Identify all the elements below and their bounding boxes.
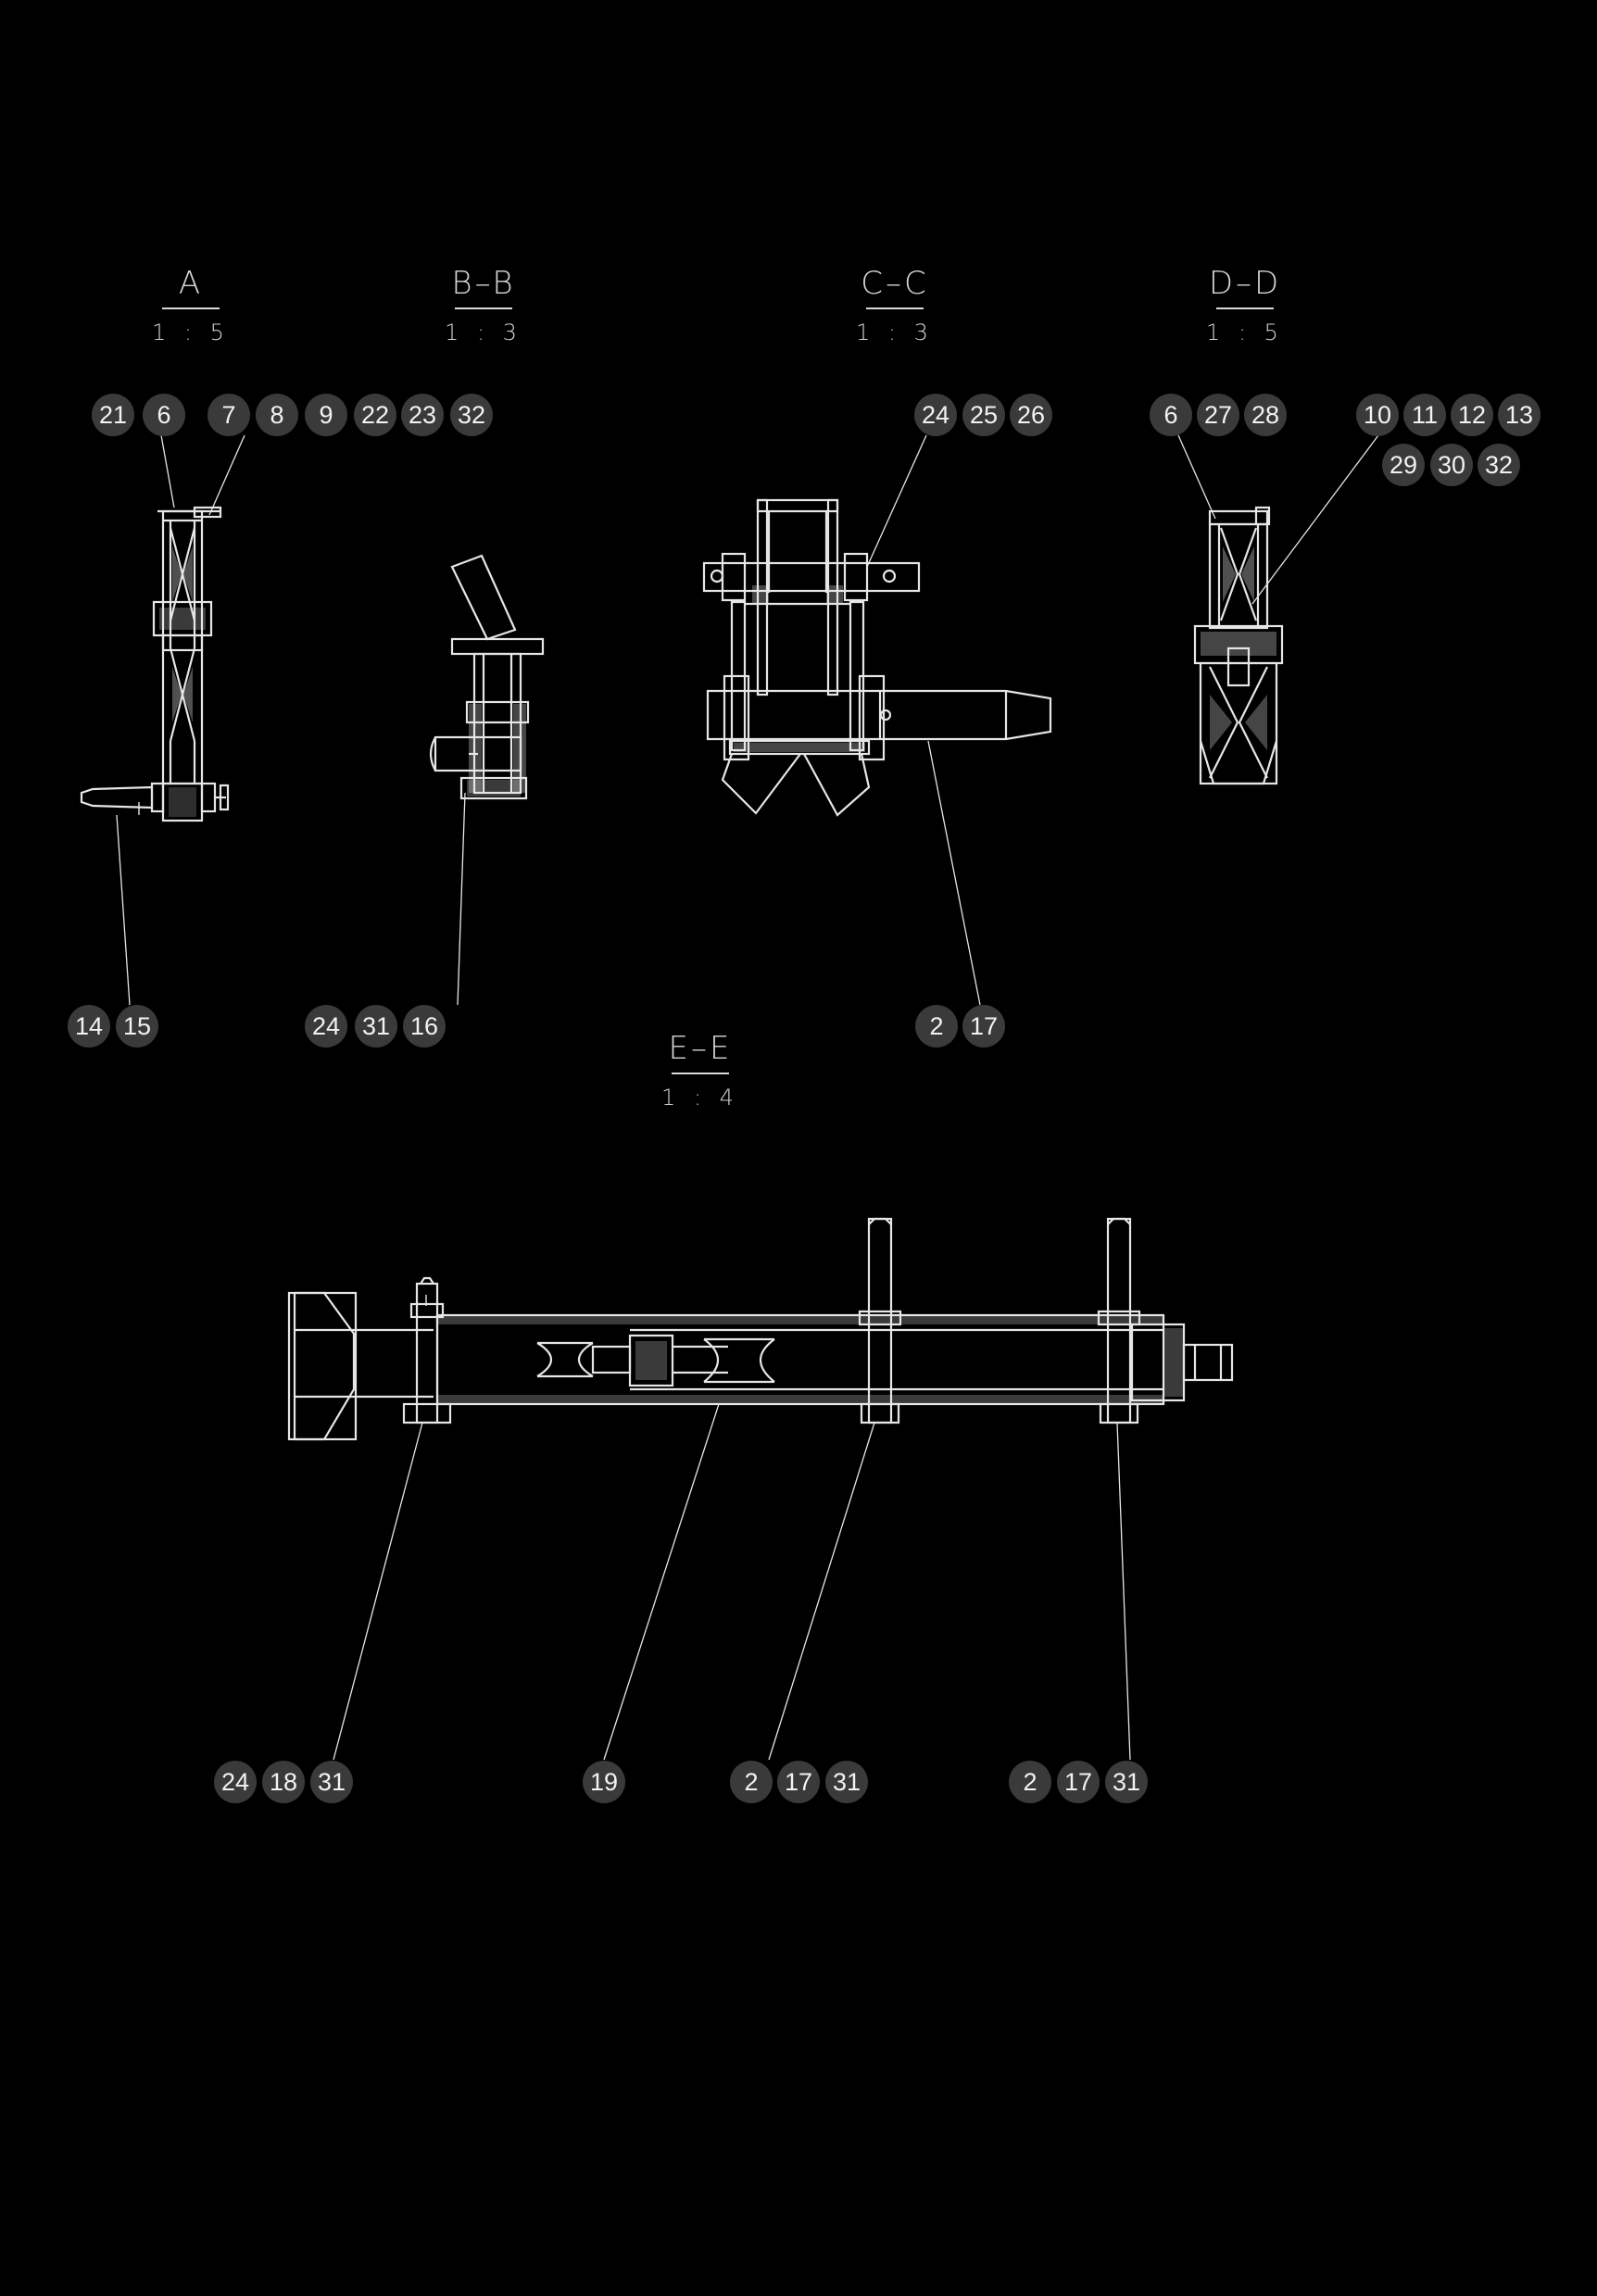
part-callout: 8 (256, 394, 298, 436)
view-scale: 1 : 4 (661, 1085, 739, 1110)
part-callout: 30 (1430, 444, 1473, 486)
part-callout: 15 (116, 1005, 158, 1048)
part-callout: 6 (1150, 394, 1192, 436)
view-scale: 1 : 5 (152, 320, 230, 345)
view-a-title: A 1 : 5 (117, 265, 265, 346)
part-callout: 26 (1010, 394, 1052, 436)
view-name: E–E (668, 1030, 733, 1067)
part-callout: 12 (1451, 394, 1493, 436)
part-callout: 17 (777, 1761, 820, 1803)
view-name: B–B (451, 265, 516, 302)
part-callout: 29 (1382, 444, 1425, 486)
part-callout: 23 (401, 394, 444, 436)
view-name: C–C (861, 265, 929, 302)
part-callout: 25 (962, 394, 1005, 436)
view-bb-title: B–B 1 : 3 (409, 265, 558, 346)
part-callout: 6 (143, 394, 185, 436)
part-callout: 13 (1498, 394, 1540, 436)
view-name: A (178, 265, 204, 302)
view-ee-leaders (333, 1403, 1131, 1761)
view-dd-geometry (1193, 506, 1284, 785)
view-cc-title: C–C 1 : 3 (821, 265, 969, 346)
part-callout: 19 (583, 1761, 625, 1803)
part-callout: 17 (1057, 1761, 1100, 1803)
title-underline (455, 307, 512, 309)
view-bb-geometry (429, 554, 545, 800)
part-callout: 31 (1105, 1761, 1148, 1803)
view-ee-geometry (287, 1217, 1234, 1441)
view-ee-title: E–E 1 : 4 (626, 1030, 774, 1111)
part-callout: 32 (1478, 444, 1520, 486)
view-scale: 1 : 3 (445, 320, 522, 345)
part-callout: 2 (730, 1761, 773, 1803)
part-callout: 24 (214, 1761, 257, 1803)
part-callout: 22 (354, 394, 396, 436)
title-underline (162, 307, 220, 309)
part-callout: 31 (825, 1761, 868, 1803)
view-a-leaders (116, 434, 245, 1006)
part-callout: 24 (305, 1005, 347, 1048)
view-cc-leaders (866, 434, 981, 1006)
view-scale: 1 : 5 (1206, 320, 1284, 345)
title-underline (1216, 307, 1274, 309)
view-bb-leaders (457, 792, 466, 1006)
part-callout: 10 (1356, 394, 1399, 436)
title-underline (672, 1073, 729, 1074)
part-callout: 18 (262, 1761, 305, 1803)
title-underline (866, 307, 924, 309)
view-scale: 1 : 3 (856, 320, 934, 345)
part-callout: 24 (914, 394, 957, 436)
part-callout: 31 (355, 1005, 397, 1048)
part-callout: 32 (450, 394, 493, 436)
part-callout: 17 (962, 1005, 1005, 1048)
part-callout: 7 (207, 394, 250, 436)
part-callout: 28 (1244, 394, 1287, 436)
part-callout: 21 (92, 394, 134, 436)
view-name: D–D (1208, 265, 1282, 302)
part-callout: 16 (403, 1005, 446, 1048)
part-callout: 2 (1009, 1761, 1051, 1803)
part-callout: 14 (68, 1005, 110, 1048)
view-a-geometry (80, 506, 230, 822)
part-callout: 2 (915, 1005, 958, 1048)
view-dd-leaders (1177, 434, 1379, 605)
part-callout: 9 (305, 394, 347, 436)
part-callout: 27 (1197, 394, 1239, 436)
view-cc-geometry (702, 498, 1052, 817)
part-callout: 31 (310, 1761, 353, 1803)
view-dd-title: D–D 1 : 5 (1171, 265, 1319, 346)
part-callout: 11 (1403, 394, 1446, 436)
